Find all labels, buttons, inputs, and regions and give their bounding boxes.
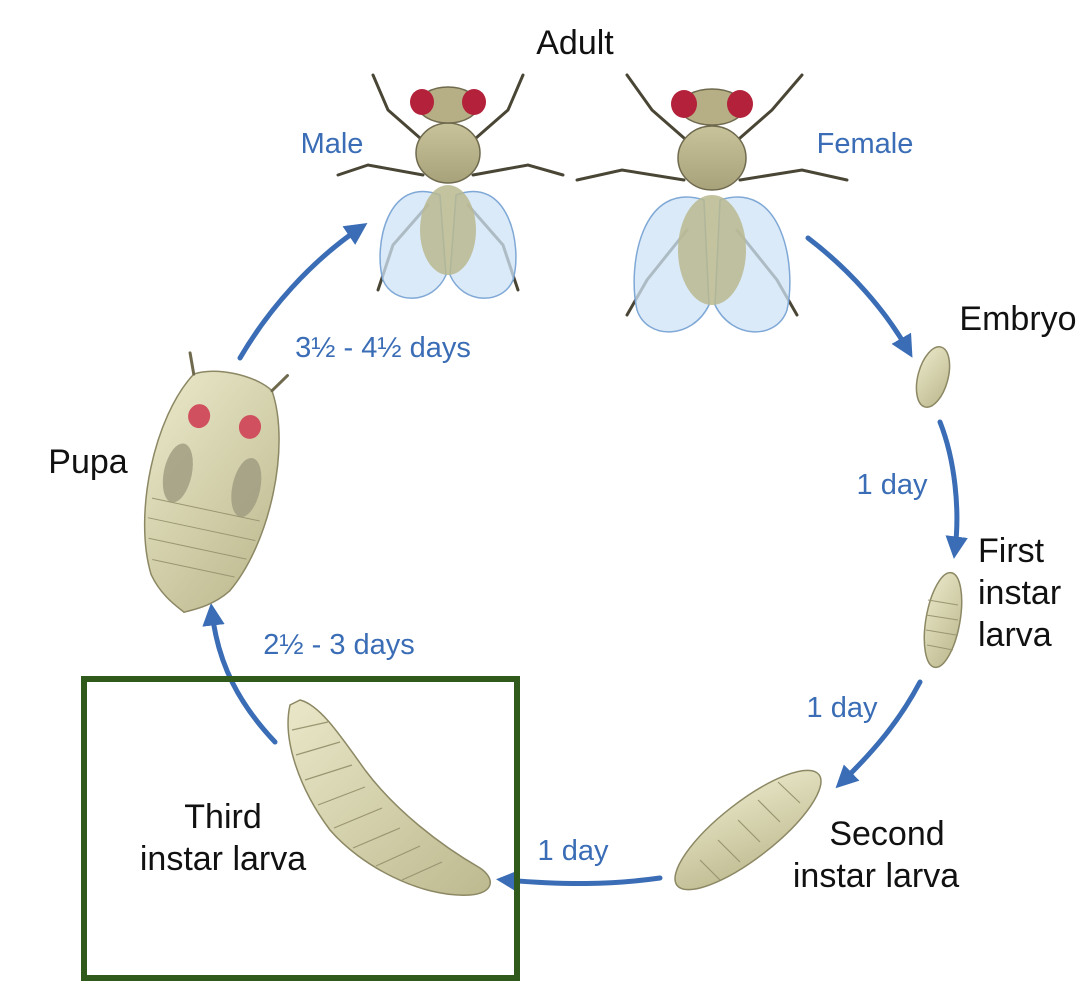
stage-label-first-instar-line-2: instar [978, 574, 1061, 612]
stage-label-first-instar-line-3: larva [978, 616, 1052, 654]
stage-label-embryo: Embryo [959, 300, 1076, 338]
pupa-icon [123, 350, 298, 625]
stage-label-pupa: Pupa [48, 443, 127, 481]
duration-label-second-to-third: 1 day [538, 835, 609, 867]
stage-label-third-instar-line-1: Third [184, 798, 261, 836]
duration-label-first-to-second: 1 day [807, 692, 878, 724]
third-instar-larva-icon [288, 700, 490, 895]
stage-label-adult: Adult [536, 24, 614, 62]
stage-label-second-instar-line-1: Second [829, 815, 944, 853]
sex-label-male: Male [301, 128, 364, 160]
stage-label-third-instar-line-2: instar larva [140, 840, 306, 878]
duration-label-embryo-to-first: 1 day [857, 469, 928, 501]
sex-label-female: Female [817, 128, 914, 160]
fly-female-icon [577, 75, 847, 332]
stage-label-second-instar-line-2: instar larva [793, 857, 959, 895]
first-instar-larva-icon [918, 570, 968, 670]
stage-label-first-instar-line-1: First [978, 532, 1045, 570]
fly-male-icon [338, 75, 563, 298]
duration-label-third-to-pupa: 2½ - 3 days [263, 629, 415, 661]
duration-label-pupa-to-adult: 3½ - 4½ days [295, 332, 471, 364]
embryo-icon [910, 343, 955, 411]
arrow-second-to-third-instar [505, 878, 660, 884]
arrow-embryo-to-first-instar [940, 422, 957, 550]
arrow-female-to-embryo [808, 238, 908, 350]
